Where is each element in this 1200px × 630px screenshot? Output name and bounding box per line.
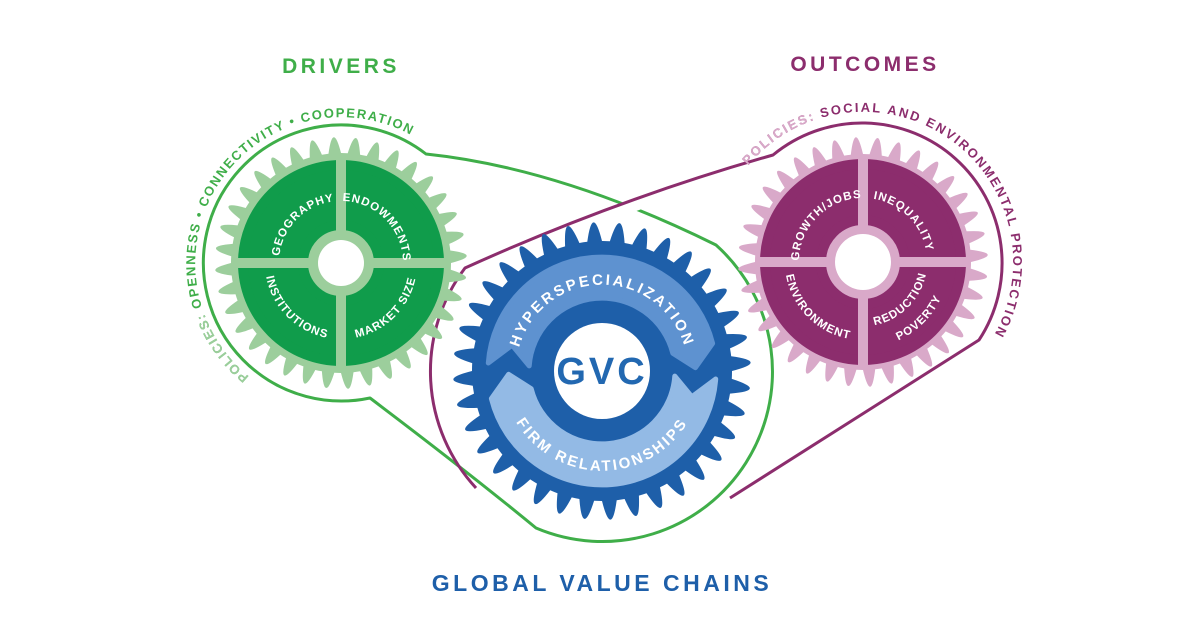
drivers-quadrant-sector <box>336 258 444 366</box>
gvc-gear <box>453 222 751 520</box>
outcomes-gear <box>738 137 988 387</box>
outcomes-quadrant-sector <box>760 257 868 365</box>
drivers-quadrant-sector <box>238 160 346 268</box>
drivers-quadrant-sector <box>336 160 444 268</box>
firm-relationships-arrow-band <box>488 371 719 488</box>
global-value-chains-title: GLOBAL VALUE CHAINS <box>432 570 772 596</box>
outcomes-quadrant-sector <box>858 257 966 365</box>
drivers-quadrant-sector <box>238 258 346 366</box>
gvc-core-circle <box>554 323 650 419</box>
purple-belt-line <box>428 121 1004 500</box>
outcomes-quadrant-sector <box>858 159 966 267</box>
belt-crossing-gap <box>554 176 706 239</box>
belt-lines <box>201 121 1004 544</box>
hyperspecialization-arrow-band <box>485 254 716 371</box>
outcomes-hub-hole <box>835 234 891 290</box>
green-belt-line <box>201 123 774 544</box>
gvc-core-label: GVC <box>556 351 647 393</box>
outcomes-title: OUTCOMES <box>790 53 939 76</box>
drivers-hub-hole <box>318 240 364 286</box>
right-policy-prefix: POLICIES: <box>739 108 817 167</box>
drivers-gear <box>215 137 467 389</box>
drivers-title: DRIVERS <box>282 55 400 78</box>
outcomes-quadrant-sector <box>760 159 868 267</box>
